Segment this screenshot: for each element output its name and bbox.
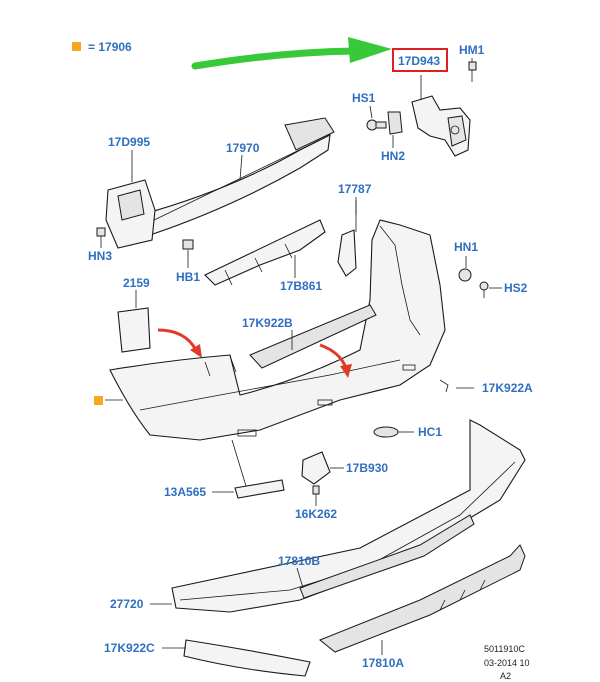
clip-hc1 bbox=[373, 426, 414, 438]
screw-hs2 bbox=[479, 281, 502, 298]
reference-line-2: 03-2014 10 bbox=[484, 658, 530, 668]
label-17787: 17787 bbox=[338, 182, 372, 196]
bracket-17d995 bbox=[105, 150, 156, 249]
bumper-reinforcement-17970 bbox=[139, 117, 335, 236]
reference-line-3: A2 bbox=[500, 671, 511, 681]
label-17d943: 17D943 bbox=[398, 54, 440, 68]
clip-17k922a bbox=[439, 379, 474, 393]
clip-16k262 bbox=[312, 485, 320, 506]
label-17k922b: 17K922B bbox=[242, 316, 293, 330]
bracket-17b861 bbox=[204, 219, 326, 286]
nut-hn3 bbox=[96, 227, 106, 248]
label-17k922a: 17K922A bbox=[482, 381, 533, 395]
label-hs2: HS2 bbox=[504, 281, 528, 295]
orange-marker-bumper bbox=[94, 396, 103, 405]
label-17b861: 17B861 bbox=[280, 279, 322, 293]
label-13a565: 13A565 bbox=[164, 485, 206, 499]
label-hn2: HN2 bbox=[381, 149, 405, 163]
trim-17k922c bbox=[162, 639, 311, 677]
label-17810b: 17810B bbox=[278, 554, 320, 568]
bolt-hb1 bbox=[182, 239, 194, 268]
label-hn1: HN1 bbox=[454, 240, 478, 254]
reflector-2159 bbox=[117, 290, 151, 353]
label-hm1: HM1 bbox=[459, 43, 485, 57]
reference-line-1: 5011910C bbox=[484, 644, 525, 654]
trim-17810b bbox=[296, 514, 475, 599]
label-17b930: 17B930 bbox=[346, 461, 388, 475]
bracket-17d943 bbox=[411, 75, 471, 157]
bracket-17787 bbox=[337, 197, 357, 277]
red-indicator-arrowhead-left bbox=[190, 344, 202, 358]
reflector-13a565 bbox=[212, 439, 285, 499]
screw-hm1 bbox=[468, 58, 477, 82]
clip-hs1 bbox=[366, 105, 387, 131]
trim-17810a bbox=[319, 544, 526, 655]
label-hc1: HC1 bbox=[418, 425, 442, 439]
label-17d995: 17D995 bbox=[108, 135, 150, 149]
highlight-box-17d943 bbox=[392, 48, 448, 72]
label-17970: 17970 bbox=[226, 141, 260, 155]
label-hb1: HB1 bbox=[176, 270, 200, 284]
label-27720: 27720 bbox=[110, 597, 144, 611]
label-16k262: 16K262 bbox=[295, 507, 337, 521]
nut-hn2 bbox=[387, 111, 403, 148]
label-17k922c: 17K922C bbox=[104, 641, 155, 655]
label-2159: 2159 bbox=[123, 276, 150, 290]
green-pointer-arrow bbox=[191, 37, 392, 70]
red-indicator-arrow-left bbox=[157, 328, 198, 351]
legend-symbol bbox=[72, 42, 81, 51]
red-indicator-arrowhead-right bbox=[340, 364, 352, 378]
label-hs1: HS1 bbox=[352, 91, 376, 105]
label-hn3: HN3 bbox=[88, 249, 112, 263]
bumper-cover bbox=[105, 219, 446, 441]
label-17810a: 17810A bbox=[362, 656, 404, 670]
nut-hn1 bbox=[458, 256, 472, 282]
legend-text: = 17906 bbox=[88, 40, 132, 54]
bracket-17b930 bbox=[301, 451, 344, 485]
